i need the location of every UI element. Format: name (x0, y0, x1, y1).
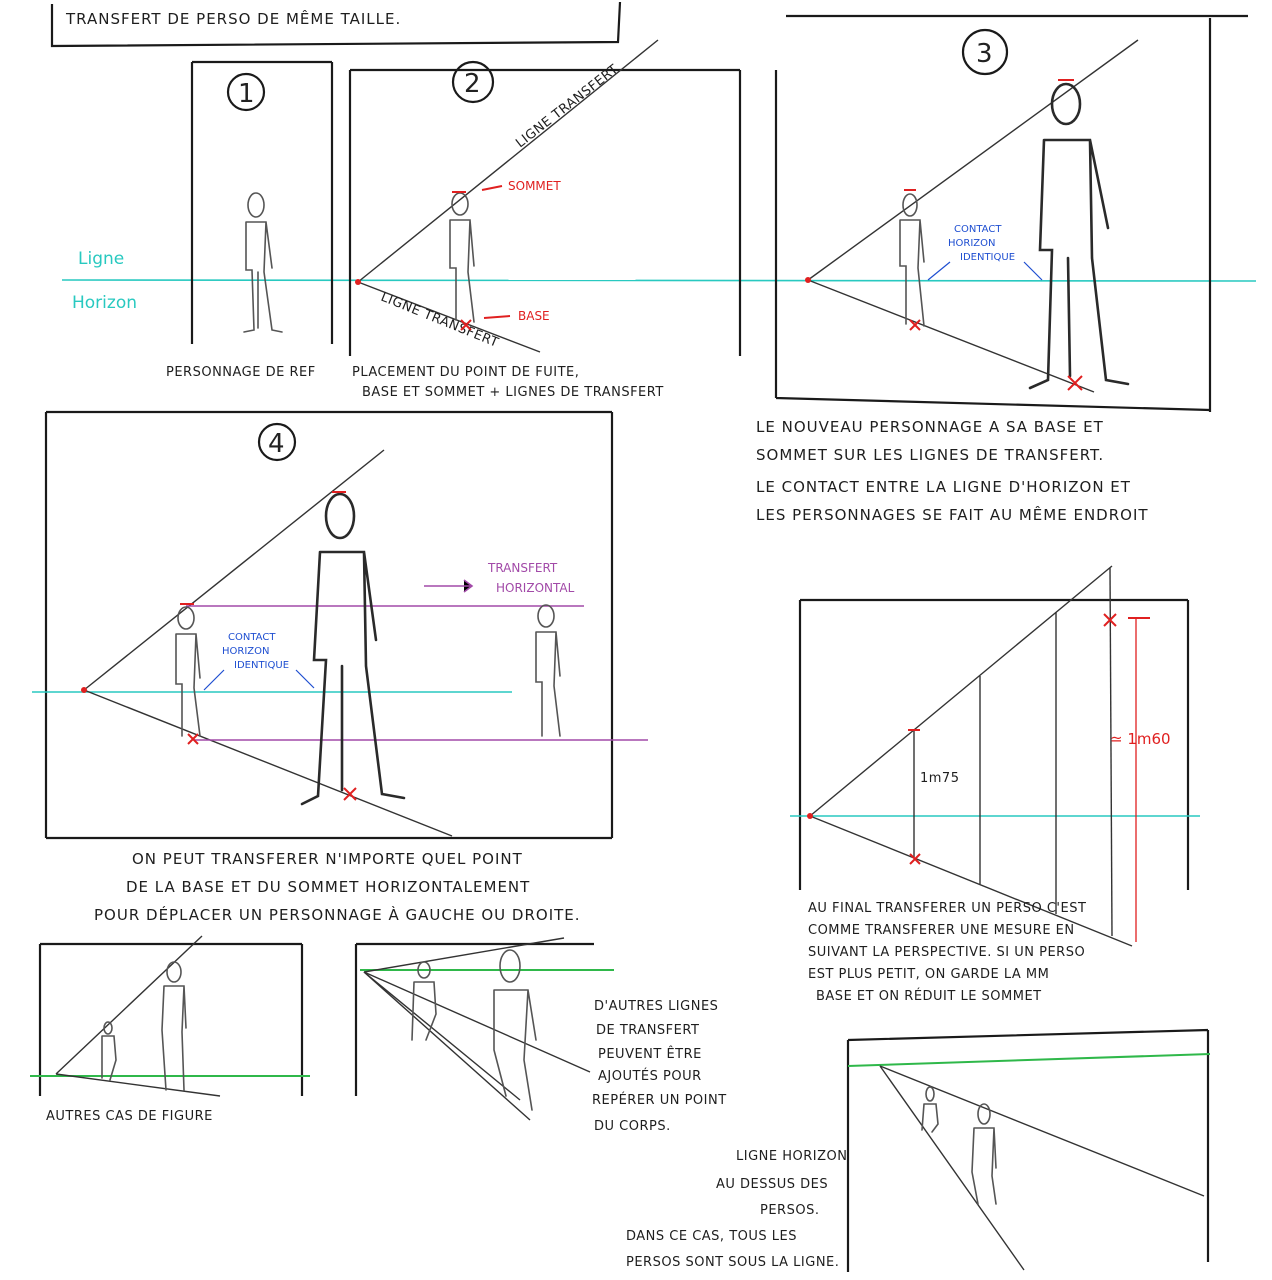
last-note-2: AU DESSUS DES (716, 1177, 828, 1192)
panel-5-caption-4: EST PLUS PETIT, ON GARDE LA MM (808, 967, 1049, 982)
panel-5-caption-1: AU FINAL TRANSFERER UN PERSO C'EST (808, 901, 1086, 916)
character-large-c (971, 1103, 997, 1205)
last-case: LIGNE HORIZON AU DESSUS DES PERSOS. DANS… (626, 1028, 1211, 1272)
base-marker (460, 319, 472, 331)
panel-5-measure: 1m75 ≃ 1m60 AU FINAL TRANSFERER UN PERSO… (790, 565, 1200, 1004)
note-3: PEUVENT ÊTRE (598, 1046, 702, 1062)
transfer-line-bottom (357, 281, 541, 353)
large-character-4 (300, 492, 406, 806)
approx-label: ≃ 1m60 (1110, 730, 1171, 748)
transfer-line-bottom-5 (809, 815, 1133, 947)
transfer-line-top-3 (807, 39, 1139, 281)
panel-1: 1 PERSONNAGE DE REF (166, 60, 334, 380)
note-5: REPÉRER UN POINT (592, 1092, 727, 1108)
base-arrow (483, 315, 511, 319)
reference-character-4 (175, 606, 201, 737)
character-large-b (493, 949, 537, 1111)
panel-1-number: 1 (238, 79, 255, 109)
transferred-character-4 (535, 604, 561, 737)
panel-5-caption-2: COMME TRANSFERER UNE MESURE EN (808, 923, 1075, 938)
note-4: AJOUTÉS POUR (598, 1068, 702, 1084)
transfer-line-top-5 (809, 565, 1113, 817)
panel-3-number: 3 (976, 39, 993, 69)
last-note-3: PERSOS. (760, 1203, 819, 1218)
vanishing-point (355, 279, 361, 285)
title-box: TRANSFERT DE PERSO DE MÊME TAILLE. (50, 1, 622, 48)
panel-2-caption-2: BASE ET SOMMET + LIGNES DE TRANSFERT (362, 385, 664, 400)
character-small-c (921, 1086, 939, 1133)
contact-label-3a: CONTACT (954, 224, 1002, 235)
note-1: D'AUTRES LIGNES (594, 999, 718, 1014)
reference-character-3 (899, 193, 925, 327)
contact-label-3c: IDENTIQUE (960, 252, 1015, 263)
panel-3-caption-1: LE NOUVEAU PERSONNAGE A SA BASE ET (756, 418, 1104, 436)
page-title: TRANSFERT DE PERSO DE MÊME TAILLE. (65, 9, 401, 28)
ligne-transfert-top-label: LIGNE TRANSFERT (513, 62, 621, 151)
transfer-line-top-4 (83, 449, 385, 691)
note-6: DU CORPS. (594, 1119, 671, 1134)
horizontal-label: HORIZONTAL (496, 581, 575, 595)
ligne-transfert-bottom-label: LIGNE TRANSFERT (379, 290, 501, 351)
large-character-3 (1028, 82, 1130, 390)
panel-4-caption-3: POUR DÉPLACER UN PERSONNAGE À GAUCHE OU … (94, 905, 581, 924)
base-label: BASE (518, 309, 550, 323)
panel-5-caption-5: BASE ET ON RÉDUIT LE SOMMET (816, 988, 1042, 1004)
other-case-a: AUTRES CAS DE FIGURE (30, 935, 310, 1124)
contact-label-4c: IDENTIQUE (234, 660, 289, 671)
panel-4-caption-2: DE LA BASE ET DU SOMMET HORIZONTALEMENT (126, 878, 530, 896)
contact-label-4a: CONTACT (228, 632, 276, 643)
panel-4-caption-1: ON PEUT TRANSFERER N'IMPORTE QUEL POINT (132, 850, 523, 868)
panel-2: 2 LIGNE TRANSFERT LIGNE TRANSFERT SOMMET… (348, 39, 742, 400)
last-note-1: LIGNE HORIZON (736, 1149, 847, 1164)
sommet-label: SOMMET (508, 179, 561, 193)
other-case-b: D'AUTRES LIGNES DE TRANSFERT PEUVENT ÊTR… (354, 937, 727, 1134)
panel-5-caption-3: SUIVANT LA PERSPECTIVE. SI UN PERSO (808, 945, 1085, 960)
horizon-label-line: Ligne (78, 249, 124, 269)
panel-3-caption-3: LE CONTACT ENTRE LA LIGNE D'HORIZON ET (756, 478, 1131, 496)
transfert-label: TRANSFERT (487, 561, 558, 575)
character-small-b (411, 961, 437, 1041)
last-note-5: PERSOS SONT SOUS LA LIGNE. (626, 1255, 839, 1270)
horizon-line-c (847, 1053, 1211, 1067)
transfer-line-top (357, 39, 659, 283)
panel-3-caption-2: SOMMET SUR LES LIGNES DE TRANSFERT. (756, 446, 1104, 464)
reference-character (243, 192, 283, 333)
transfer-line-bottom-4 (83, 689, 453, 837)
other-cases-caption: AUTRES CAS DE FIGURE (46, 1109, 213, 1124)
panel-4-number: 4 (268, 429, 285, 459)
panel-3: 3 CONTACT HORIZON IDENTIQUE LE NOUVEAU P… (756, 18, 1212, 524)
height-label: 1m75 (920, 771, 959, 786)
character-panel-2 (449, 192, 475, 323)
note-2: DE TRANSFERT (596, 1023, 699, 1038)
sommet-arrow (481, 185, 503, 191)
panel-2-caption-1: PLACEMENT DU POINT DE FUITE, (352, 365, 579, 380)
horizon-line-row1 (61, 279, 1257, 282)
transfer-line-bottom-3 (807, 279, 1095, 393)
panel-2-number: 2 (464, 69, 481, 99)
character-large-a (161, 961, 187, 1091)
contact-label-3b: HORIZON (948, 238, 996, 249)
measure-verticals (913, 567, 1113, 937)
panel-number-circle (226, 72, 266, 112)
horizon-label-horizon: Horizon (72, 293, 137, 313)
panel-1-caption: PERSONNAGE DE REF (166, 365, 316, 380)
last-note-4: DANS CE CAS, TOUS LES (626, 1229, 797, 1244)
panel-4: 4 TRANSFERT HORIZONTAL CONTACT HORIZON I… (32, 410, 648, 924)
character-small-a (101, 1021, 117, 1081)
panel-3-caption-4: LES PERSONNAGES SE FAIT AU MÊME ENDROIT (756, 505, 1149, 524)
contact-label-4b: HORIZON (222, 646, 270, 657)
